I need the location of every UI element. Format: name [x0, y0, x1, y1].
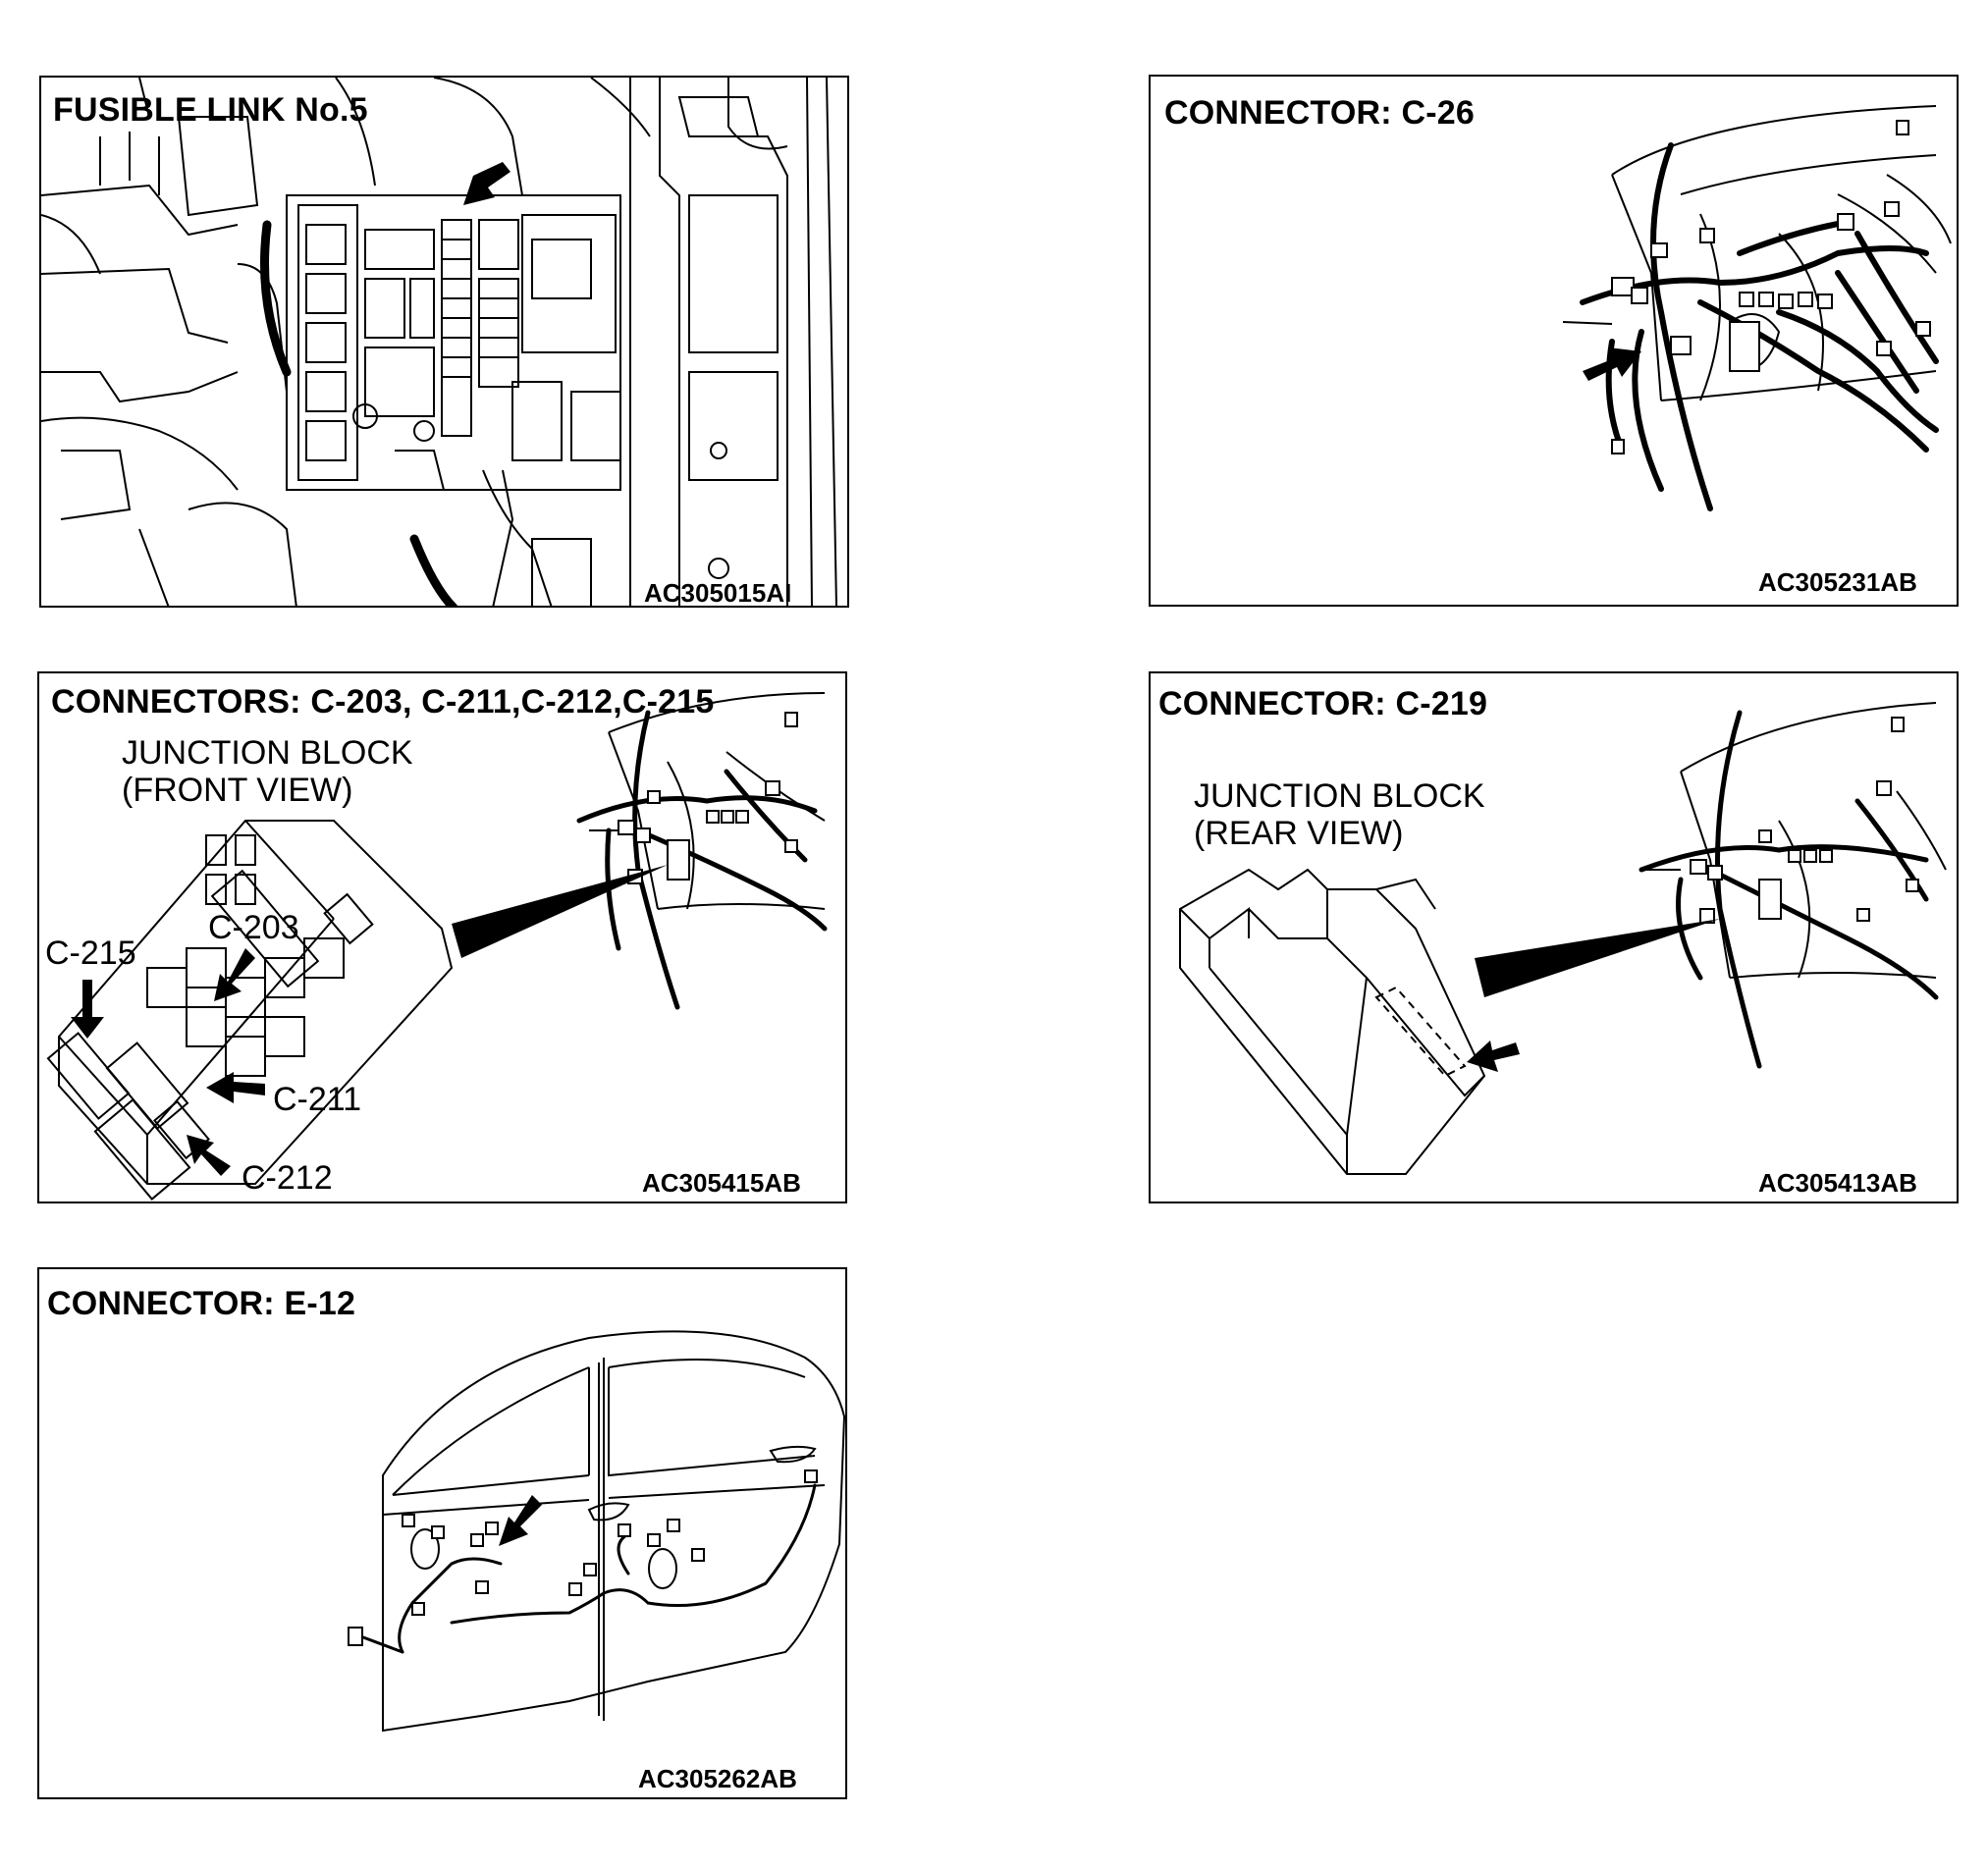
pointer-arrow-icon	[1583, 347, 1641, 381]
callout-c203: C-203	[208, 909, 299, 946]
pointer-arrow-icon	[187, 1135, 231, 1176]
car-door-illustration	[348, 1330, 845, 1733]
wiring-harness-illustration	[1562, 105, 1952, 511]
engine-bay-illustration	[41, 78, 837, 606]
panel-title: FUSIBLE LINK No.5	[53, 91, 368, 129]
panel-connector-e12: CONNECTOR: E-12 AC305262AB	[37, 1267, 847, 1799]
panel-title: CONNECTOR: C-26	[1164, 94, 1475, 132]
figure-code: AC305015AI	[644, 578, 792, 608]
junction-block-illustration	[46, 692, 828, 1201]
view-label-line-2: (REAR VIEW)	[1194, 815, 1404, 852]
panel-title: CONNECTOR: E-12	[47, 1285, 356, 1322]
figure-code: AC305231AB	[1758, 567, 1917, 597]
figure-code: AC305262AB	[638, 1764, 797, 1793]
view-label-line-1: JUNCTION BLOCK	[1194, 777, 1485, 815]
panel-connector-c219: CONNECTOR: C-219 JUNCTION BLOCK (REAR VI…	[1149, 671, 1959, 1203]
figure-code: AC305413AB	[1758, 1168, 1917, 1198]
pointer-arrow-icon	[206, 1072, 265, 1103]
panel-title: CONNECTOR: C-219	[1158, 685, 1488, 722]
pointer-arrow-icon	[71, 980, 104, 1039]
junction-block-illustration	[1179, 702, 1947, 1175]
pointer-arrow-icon	[1467, 1041, 1520, 1072]
callout-c212: C-212	[242, 1159, 333, 1197]
pointer-arrow-icon	[214, 948, 255, 1001]
pointer-arrow-icon	[499, 1495, 542, 1546]
callout-c215: C-215	[45, 934, 136, 972]
panel-fusible-link: FUSIBLE LINK No.5 AC305015AI	[39, 76, 849, 608]
panel-connector-c26: CONNECTOR: C-26 AC305231AB	[1149, 75, 1959, 607]
panel-title: CONNECTORS: C-203, C-211,C-212,C-215	[51, 683, 715, 721]
callout-c211: C-211	[273, 1081, 362, 1118]
view-label-line-2: (FRONT VIEW)	[122, 772, 353, 809]
view-label-line-1: JUNCTION BLOCK	[122, 734, 413, 772]
figure-code: AC305415AB	[642, 1168, 801, 1198]
pointer-arrow-icon	[463, 162, 510, 205]
panel-connectors-front-jb: CONNECTORS: C-203, C-211,C-212,C-215 JUN…	[37, 671, 847, 1203]
